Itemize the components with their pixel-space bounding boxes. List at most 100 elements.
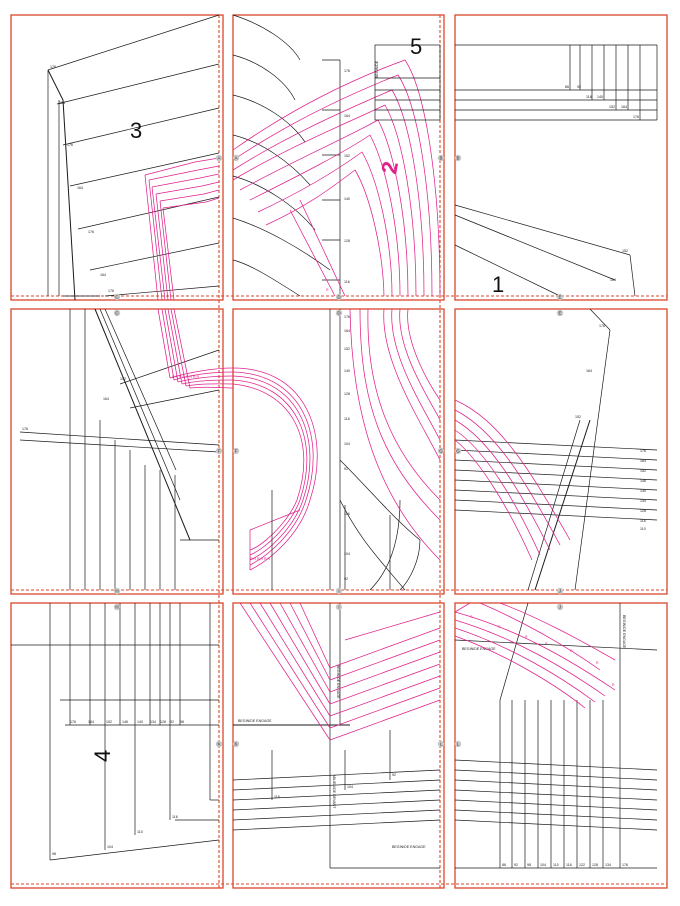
piece-3-back: 176 164 176 164 176 164 176: [47, 14, 220, 301]
svg-text:164: 164: [103, 397, 109, 401]
svg-text:104: 104: [344, 442, 350, 446]
svg-text:D: D: [337, 311, 341, 316]
svg-text:K: K: [217, 742, 220, 747]
align-marker-j: J: [556, 587, 564, 595]
svg-text:164: 164: [610, 278, 616, 282]
align-marker-d: D: [335, 293, 343, 301]
svg-text:R: R: [612, 683, 615, 687]
svg-text:98: 98: [527, 863, 531, 867]
svg-text:116: 116: [344, 280, 350, 284]
align-marker-i: I: [335, 603, 343, 611]
svg-text:F: F: [235, 449, 238, 454]
page-tile: [10, 14, 224, 301]
svg-text:140: 140: [640, 489, 646, 493]
align-marker-c: C: [113, 309, 121, 317]
svg-text:116: 116: [344, 512, 350, 516]
svg-text:164: 164: [621, 105, 627, 109]
page-tile: [454, 602, 668, 889]
svg-text:152: 152: [120, 377, 126, 381]
svg-text:92: 92: [577, 85, 581, 89]
svg-text:116: 116: [344, 417, 350, 421]
svg-text:140: 140: [137, 720, 143, 724]
svg-text:110: 110: [137, 830, 143, 834]
piece-4: 176 164 152 146 140 134 128 92 98 98 104…: [11, 603, 220, 861]
svg-text:164: 164: [586, 369, 592, 373]
align-marker-a: A: [232, 154, 240, 162]
svg-text:B: B: [456, 156, 459, 161]
align-marker-c: C: [113, 293, 121, 301]
align-marker-g: G: [454, 447, 462, 455]
svg-text:128: 128: [640, 509, 646, 513]
svg-text:128: 128: [160, 720, 166, 724]
svg-text:R: R: [470, 615, 473, 619]
svg-text:140: 140: [344, 197, 350, 201]
align-marker-f: F: [232, 447, 240, 455]
align-marker-e: E: [556, 293, 564, 301]
piece-number-2: 2: [376, 159, 403, 175]
svg-text:164: 164: [100, 273, 106, 277]
svg-text:134: 134: [605, 863, 611, 867]
svg-text:L: L: [440, 742, 443, 747]
svg-text:A: A: [234, 156, 237, 161]
svg-text:152: 152: [609, 105, 615, 109]
piece-2-size-overlay-bottom: [239, 602, 441, 741]
svg-text:R: R: [326, 288, 329, 292]
align-marker-j: J: [556, 603, 564, 611]
svg-text:116: 116: [172, 815, 178, 819]
piece-number-3: 3: [130, 118, 142, 143]
svg-text:140: 140: [597, 95, 603, 99]
svg-text:110: 110: [553, 863, 559, 867]
svg-text:92: 92: [344, 577, 348, 581]
svg-text:F: F: [218, 449, 221, 454]
svg-text:92: 92: [170, 720, 174, 724]
svg-text:164: 164: [77, 186, 83, 190]
horizontal-label: BEGIN/DE ENGAGE: [238, 719, 272, 723]
piece-2-sleeve: 176 164 152 140 128 116: [232, 14, 350, 297]
piece-number-1: 1: [492, 272, 504, 297]
svg-text:146: 146: [640, 479, 646, 483]
svg-text:K: K: [234, 742, 237, 747]
svg-text:E: E: [558, 295, 561, 300]
svg-text:122: 122: [579, 863, 585, 867]
svg-text:116: 116: [566, 863, 572, 867]
piece-3-size-overlay-lower: R R R R R R R R: [157, 308, 234, 389]
svg-text:176: 176: [22, 427, 28, 431]
svg-text:152: 152: [344, 347, 350, 351]
svg-text:176: 176: [633, 115, 639, 119]
piece-3-lower: 176 164 152: [19, 308, 220, 590]
align-marker-f: F: [215, 447, 223, 455]
piece-1-top: 86 92 116 140 152 164 176 152 164: [454, 44, 658, 297]
align-marker-l: L: [454, 740, 462, 748]
svg-text:110: 110: [640, 527, 646, 531]
align-marker-d: D: [335, 309, 343, 317]
align-marker-a: A: [215, 154, 223, 162]
svg-text:164: 164: [88, 720, 94, 724]
piece-2-lower: R R R R R R 176 164 152 140 128 116 104 …: [232, 309, 421, 591]
svg-text:176: 176: [108, 289, 114, 293]
svg-text:D: D: [337, 295, 341, 300]
piece-1-mid: 176 164 152 146 140 134 128 116 110 176 …: [454, 308, 658, 591]
piece-2-bottom: BEGIN/DE ENGAGE MILIEU/DE DEVANT BEGIN/D…: [232, 603, 441, 869]
svg-text:92: 92: [344, 467, 348, 471]
svg-text:176: 176: [640, 449, 646, 453]
svg-text:104: 104: [107, 845, 113, 849]
align-marker-e: E: [556, 309, 564, 317]
piece-3-size-overlay: [144, 157, 220, 301]
svg-text:128: 128: [592, 863, 598, 867]
page-tile: [454, 14, 668, 301]
horizontal-label: BEGIN/DE ENGAGE: [462, 647, 496, 651]
svg-text:H: H: [115, 589, 118, 594]
svg-text:92: 92: [514, 863, 518, 867]
svg-text:86: 86: [565, 85, 569, 89]
svg-text:146: 146: [122, 720, 128, 724]
align-marker-h: H: [113, 603, 121, 611]
piece-2-size-overlay: R: [232, 59, 441, 297]
page-tile: [232, 602, 445, 889]
svg-text:152: 152: [640, 469, 646, 473]
svg-text:176: 176: [67, 143, 73, 147]
svg-text:176: 176: [70, 720, 76, 724]
svg-text:176: 176: [88, 230, 94, 234]
vertical-label: BEGIN/DE ENGAGE: [336, 665, 340, 699]
svg-text:86: 86: [502, 863, 506, 867]
